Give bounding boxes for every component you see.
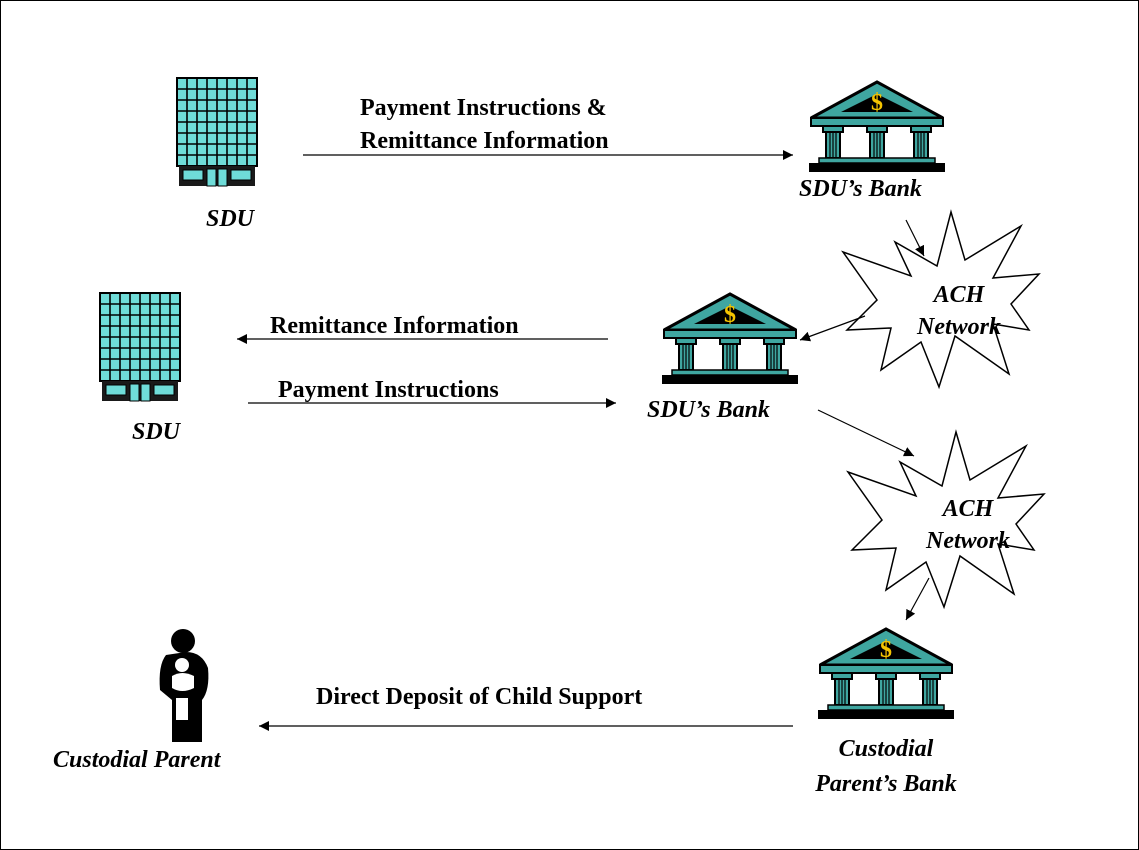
arrow-to-bank: [799, 315, 866, 342]
sdu-label: SDU: [132, 419, 181, 445]
bank-label-line: Custodial: [838, 736, 934, 762]
bank-label: SDU’s Bank: [799, 176, 922, 202]
edge-label: Remittance Information: [270, 313, 519, 339]
arrow-to-bank: [905, 577, 930, 621]
network-label-line: Network: [926, 528, 1010, 554]
network-label-line: ACH: [942, 496, 994, 522]
parent-and-child-icon: [159, 629, 209, 742]
network-label: ACH Network: [913, 495, 1023, 555]
network-label: ACH Network: [904, 281, 1014, 341]
edge-label: Payment Instructions: [278, 377, 499, 403]
dollar-sign: $: [724, 302, 736, 328]
dollar-sign: $: [871, 90, 883, 116]
bank-label: Custodial Parent’s Bank: [776, 735, 996, 798]
bank-label-line: Parent’s Bank: [815, 771, 957, 797]
arrow-to-network: [905, 219, 925, 257]
edge-label: Payment Instructions & Remittance Inform…: [360, 94, 609, 155]
edge-label-line: Remittance Information: [360, 128, 609, 154]
edge-label-line: Payment Instructions &: [360, 95, 607, 121]
dollar-sign: $: [880, 637, 892, 663]
edge-label: Direct Deposit of Child Support: [316, 684, 643, 710]
network-label-line: ACH: [933, 282, 985, 308]
bank-label: SDU’s Bank: [647, 397, 770, 423]
network-label-line: Network: [917, 314, 1001, 340]
office-building-icon: [99, 292, 181, 402]
office-building-icon: [176, 77, 258, 187]
sdu-label: SDU: [206, 206, 255, 232]
parent-label: Custodial Parent: [53, 747, 221, 773]
arrow-to-network: [817, 409, 915, 457]
